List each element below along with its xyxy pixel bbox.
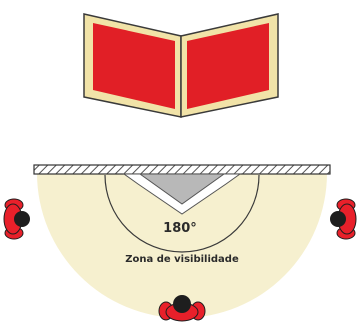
sign-left-panel-face	[93, 23, 175, 109]
observer-bottom-head	[173, 295, 191, 313]
observer-right-head	[330, 211, 346, 227]
sign-right-panel-face	[187, 23, 269, 109]
wall	[33, 164, 331, 175]
zone-label: Zona de visibilidade	[125, 254, 239, 265]
angle-arc	[104, 174, 260, 253]
visibility-zone	[37, 173, 327, 318]
observer-left-head	[14, 211, 30, 227]
angle-label: 180°	[163, 221, 197, 236]
observer-bottom	[158, 295, 206, 322]
observer-left	[3, 198, 30, 240]
observer-right	[330, 198, 357, 240]
sign-top-view	[122, 173, 242, 215]
folded-sign	[83, 13, 279, 118]
